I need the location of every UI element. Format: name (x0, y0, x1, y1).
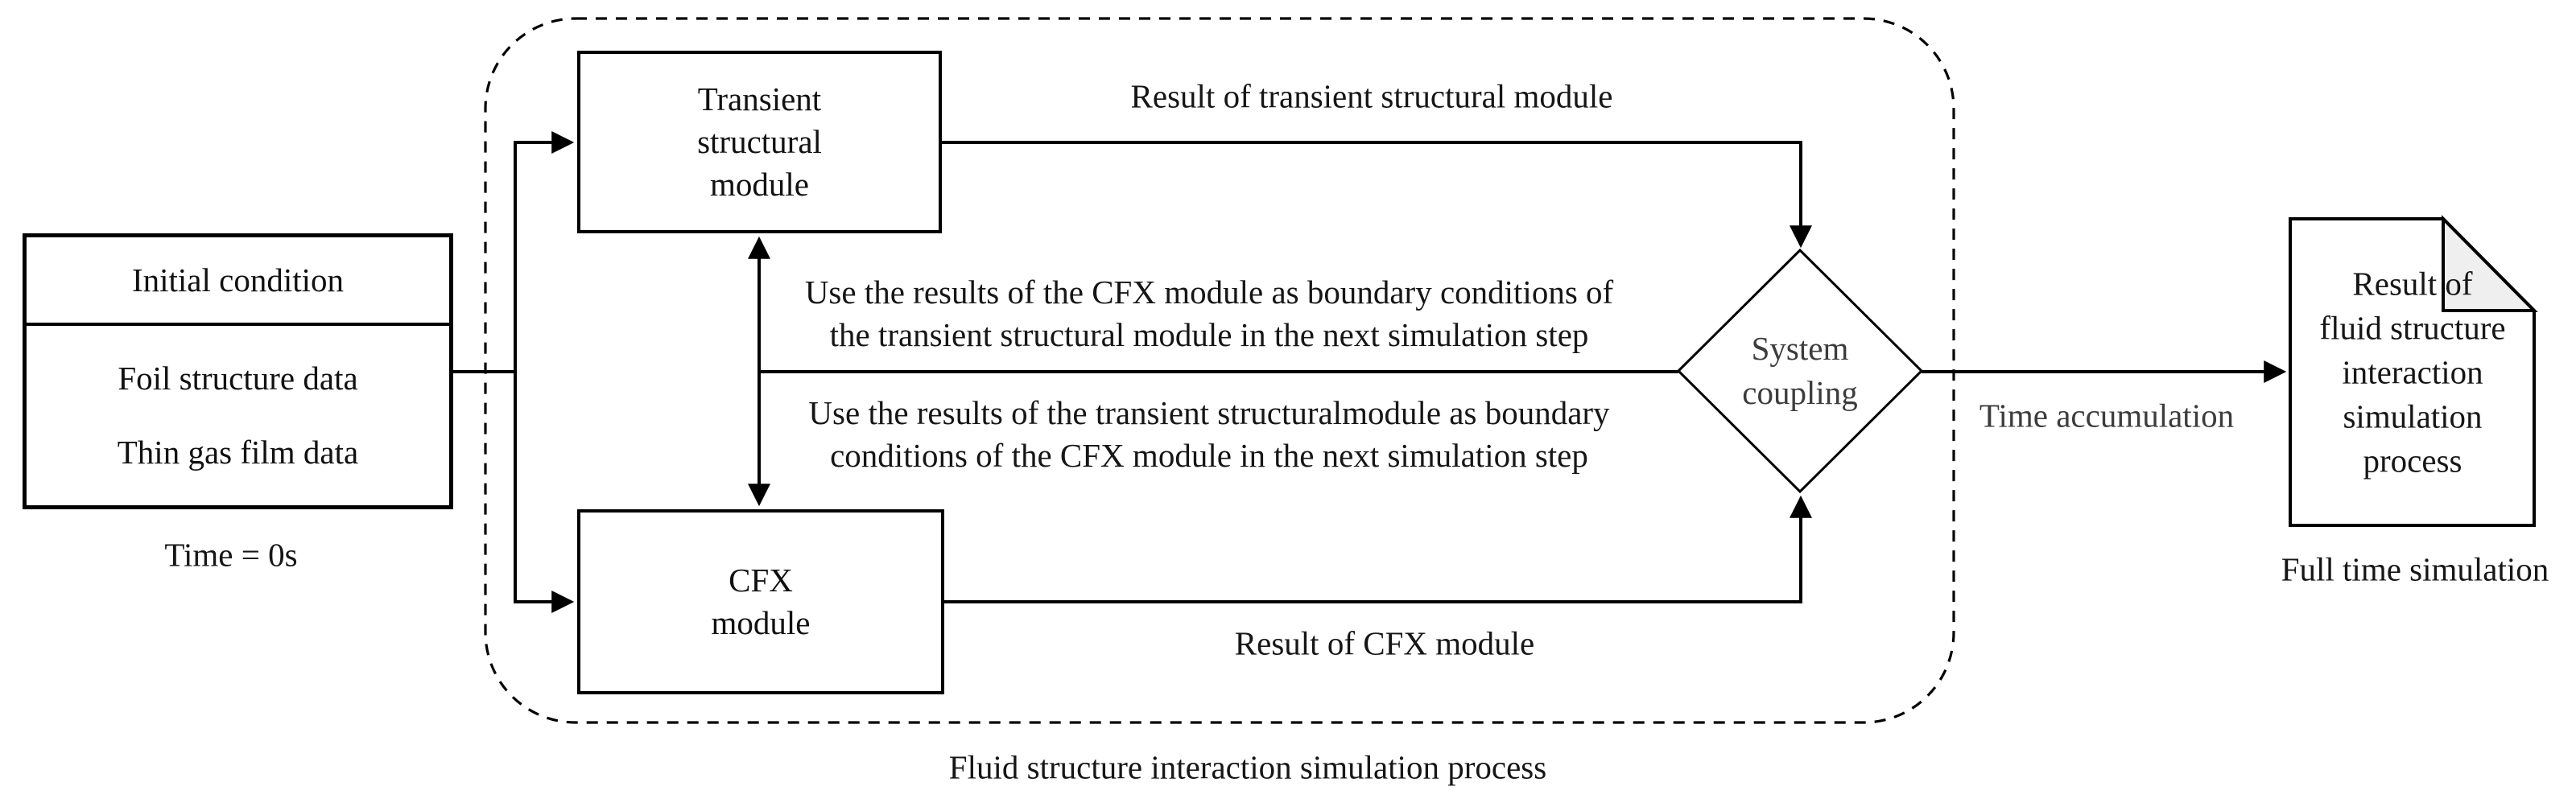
use-cfx-results-line1: Use the results of the CFX module as bou… (804, 274, 1614, 311)
cfx-box-line2: module (711, 604, 811, 641)
result-document-line3: interaction (2342, 353, 2483, 391)
result-document-line1: Result of (2352, 265, 2473, 303)
result-of-transient-label: Result of transient structural module (1130, 77, 1613, 115)
transient-result-path (942, 141, 1812, 249)
document-fold-corner (2442, 215, 2538, 312)
time-accumulation-label: Time accumulation (1979, 397, 2235, 434)
initial-condition-box: Initial condition Foil structure data Th… (23, 233, 453, 509)
result-document-line2: fluid structure (2319, 309, 2506, 347)
transient-box-line1: Transient (697, 80, 822, 117)
transient-box-line2: structural (697, 123, 822, 160)
system-coupling-line1: System (1751, 330, 1849, 367)
use-cfx-results-line2: the transient structural module in the n… (829, 316, 1589, 353)
system-coupling-line2: coupling (1742, 374, 1858, 411)
time-zero-caption: Time = 0s (164, 536, 298, 574)
system-coupling-label: System coupling (1742, 327, 1857, 415)
initial-box-title: Initial condition (27, 237, 449, 326)
cfx-box-line1: CFX (729, 562, 793, 599)
result-document-line4: simulation (2343, 397, 2483, 435)
transient-box-line3: module (710, 166, 809, 203)
cfx-module-box: CFX module (577, 509, 944, 694)
thin-gas-film-data-text: Thin gas film data (117, 434, 359, 471)
foil-structure-data-text: Foil structure data (118, 360, 358, 397)
initial-box-body: Foil structure data Thin gas film data (27, 326, 449, 505)
full-time-simulation-caption: Full time simulation (2281, 550, 2549, 588)
result-document-label: Result of fluid structure interaction si… (2319, 262, 2505, 484)
cfx-result-path (944, 495, 1812, 603)
region-caption: Fluid structure interaction simulation p… (948, 748, 1547, 786)
initial-box-title-text: Initial condition (131, 261, 345, 298)
use-cfx-results-label: Use the results of the CFX module as bou… (805, 271, 1613, 356)
result-of-cfx-label: Result of CFX module (1234, 624, 1535, 662)
system-coupling-diamond (1676, 248, 1924, 494)
result-document-line5: process (2363, 442, 2462, 480)
use-transient-results-label: Use the results of the transient structu… (808, 392, 1609, 477)
use-transient-results-line1: Use the results of the transient structu… (808, 394, 1610, 431)
use-transient-results-line2: conditions of the CFX module in the next… (830, 437, 1588, 474)
transient-structural-module-box: Transient structural module (577, 51, 942, 233)
